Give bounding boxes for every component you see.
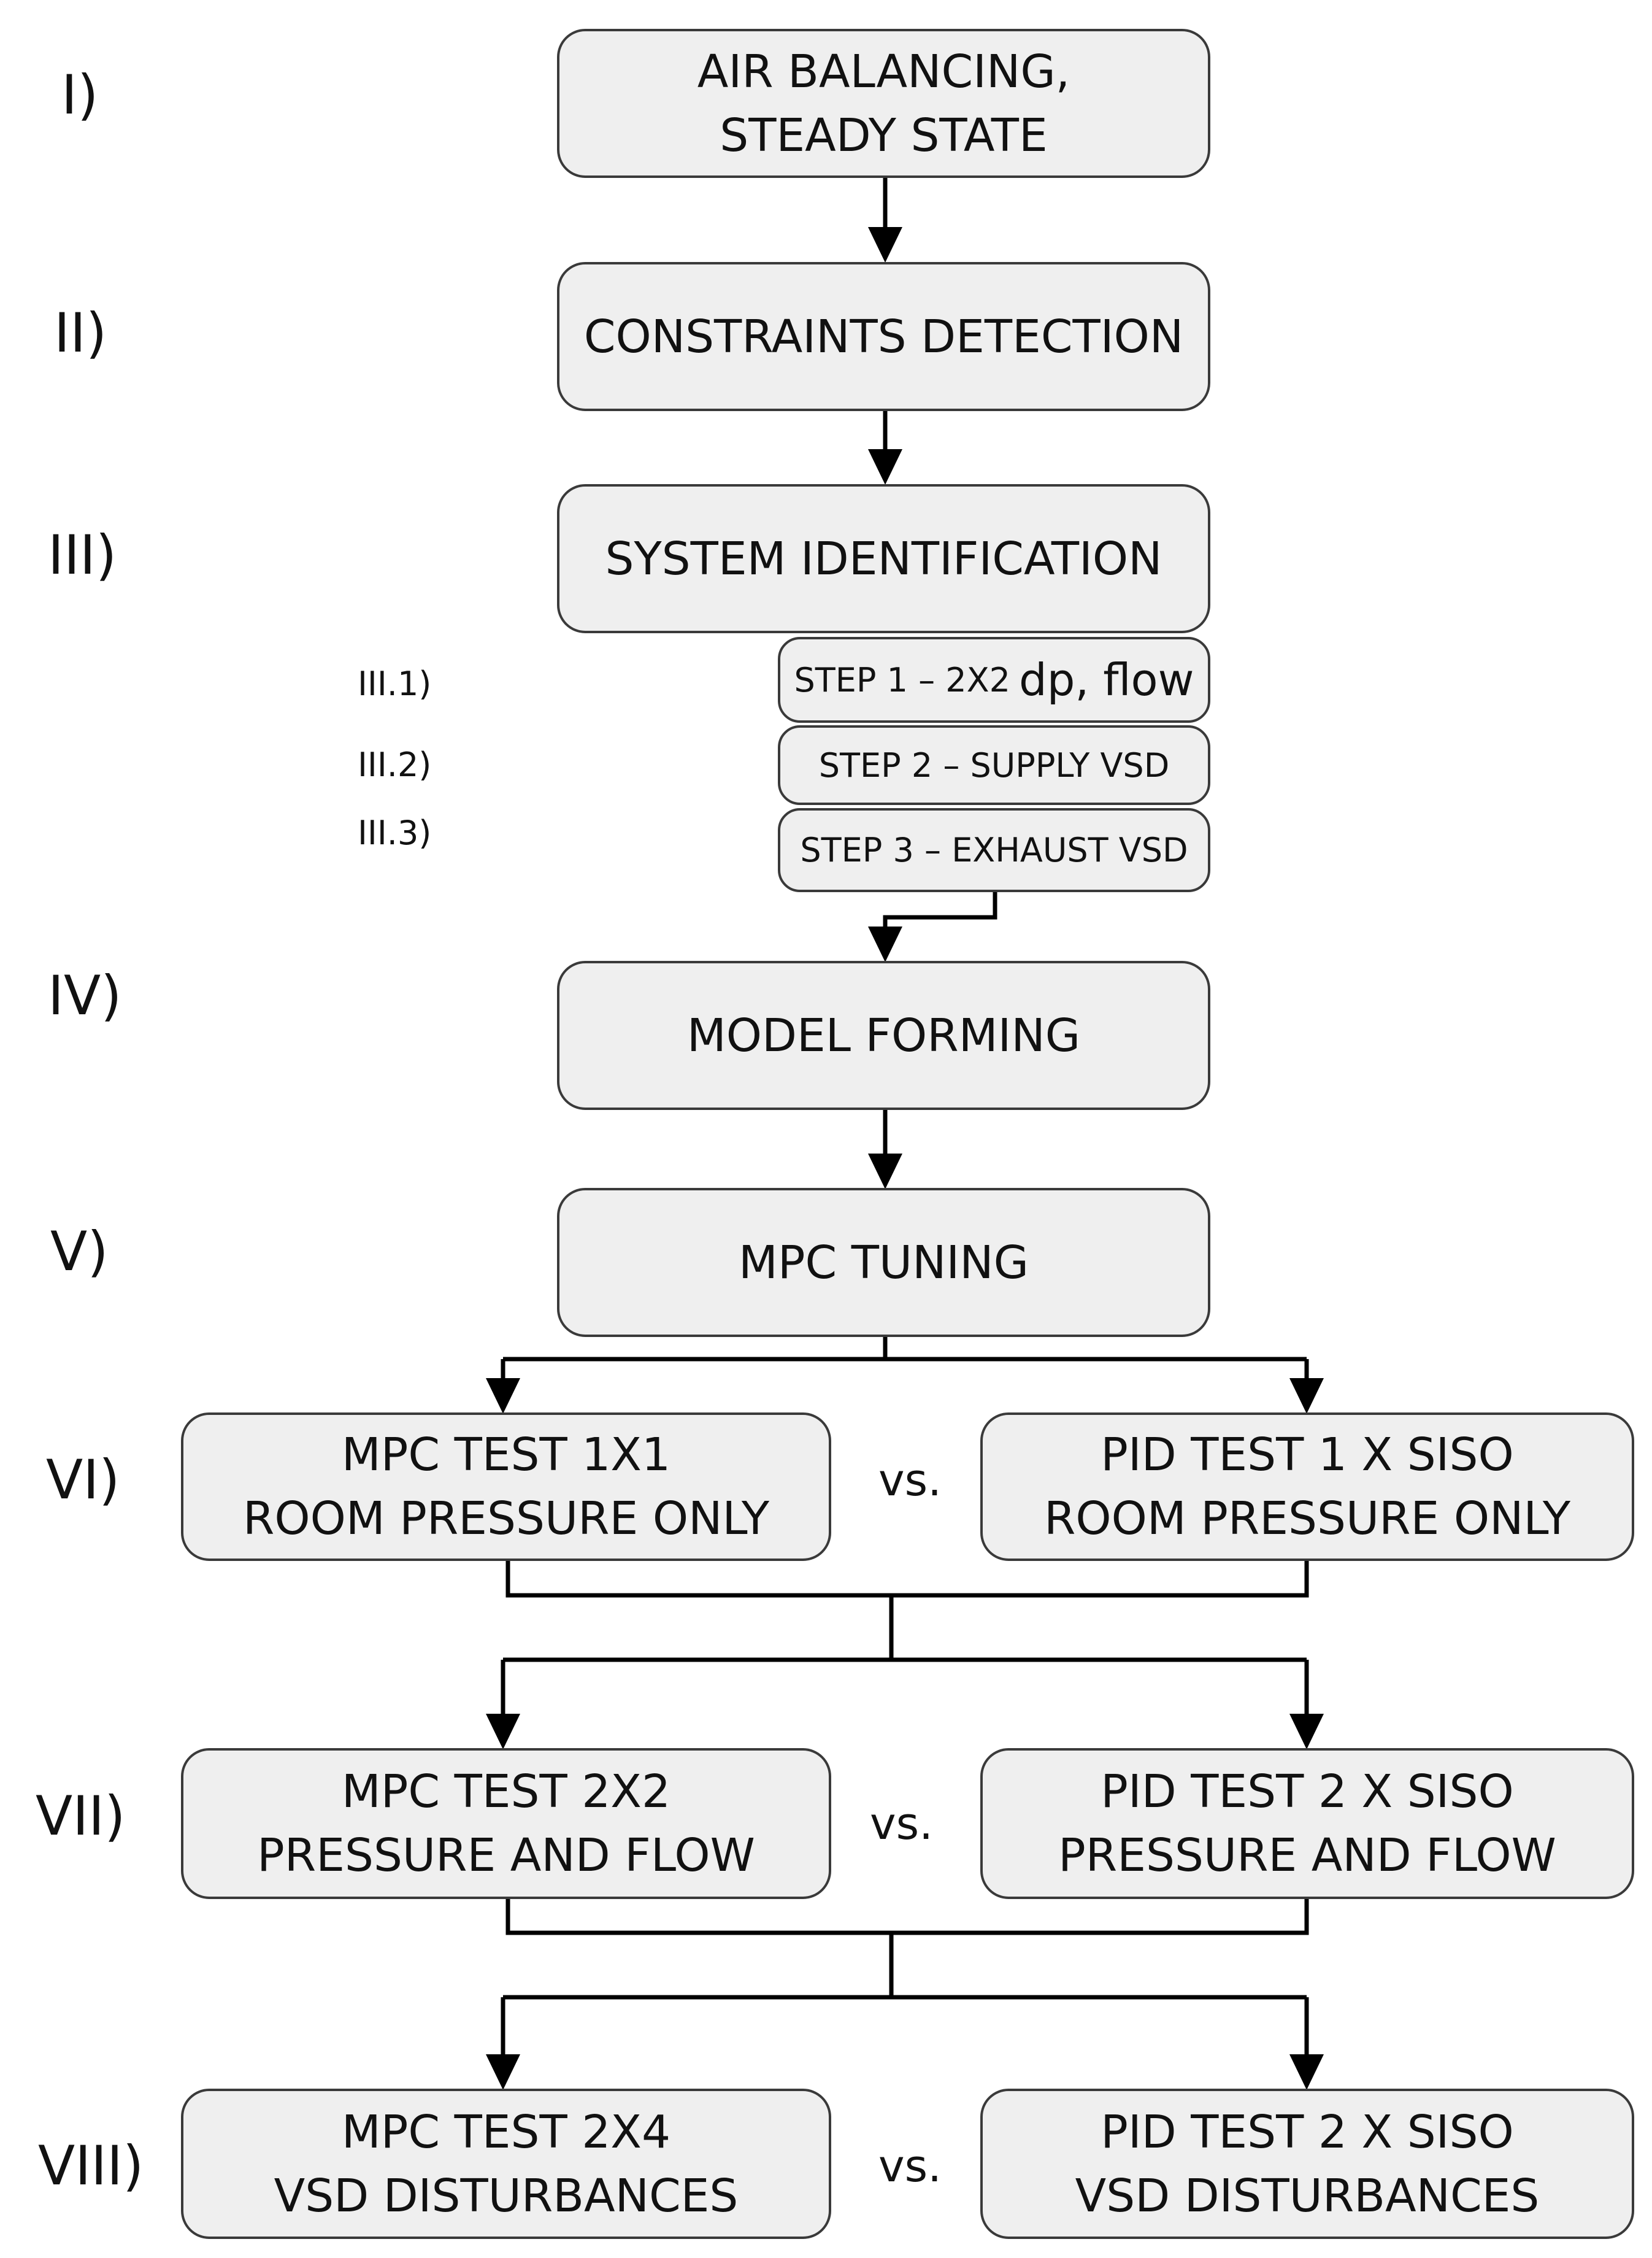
stage-box-model-forming: MODEL FORMING [557, 961, 1210, 1110]
stage-label-6: VI) [46, 1448, 120, 1511]
box-line: VSD DISTURBANCES [274, 2169, 739, 2222]
step-label-1: III.1) [358, 665, 432, 703]
stage-label-1: I) [61, 63, 99, 126]
stage-box-system-identification: SYSTEM IDENTIFICATION [557, 484, 1210, 633]
step-box-3: STEP 3 – EXHAUST VSD [778, 808, 1210, 892]
mpc-test-box-6: MPC TEST 1X1 ROOM PRESSURE ONLY [181, 1412, 831, 1561]
box-line: PID TEST 1 X SISO [1101, 1428, 1514, 1481]
vs-label-7: vs. [870, 1798, 934, 1849]
arrowhead-4 [868, 927, 902, 962]
box-line: VSD DISTURBANCES [1075, 2169, 1540, 2222]
stage-box-mpc-tuning: MPC TUNING [557, 1188, 1210, 1337]
stage-label-2: II) [54, 301, 107, 364]
step-text: STEP 1 – 2X2 [794, 660, 1011, 699]
box-line: ROOM PRESSURE ONLY [1043, 1492, 1571, 1545]
arrowhead-6-left [486, 1378, 520, 1414]
box-line: MPC TUNING [739, 1236, 1029, 1289]
split-5-6 [501, 1335, 1309, 1381]
box-line: CONSTRAINTS DETECTION [583, 310, 1184, 363]
vs-label-6: vs. [878, 1454, 942, 1506]
step-text: STEP 2 – SUPPLY VSD [818, 746, 1170, 785]
arrowhead-7-left [486, 1714, 520, 1749]
merge-6-7 [501, 1559, 1309, 1716]
step-tail: dp, flow [1019, 654, 1194, 706]
arrowhead-7-right [1289, 1714, 1324, 1749]
arrow-step-4 [883, 891, 997, 928]
merge-7-8 [501, 1898, 1309, 2057]
box-line: PID TEST 2 X SISO [1101, 2105, 1514, 2159]
pid-test-box-8: PID TEST 2 X SISO VSD DISTURBANCES [980, 2089, 1634, 2239]
step-box-2: STEP 2 – SUPPLY VSD [778, 725, 1210, 805]
box-line: AIR BALANCING, [697, 45, 1070, 98]
box-line: SYSTEM IDENTIFICATION [605, 532, 1162, 585]
stage-box-constraints-detection: CONSTRAINTS DETECTION [557, 262, 1210, 411]
arrowhead-3 [868, 449, 902, 485]
arrowhead-8-left [486, 2054, 520, 2090]
pid-test-box-7: PID TEST 2 X SISO PRESSURE AND FLOW [980, 1748, 1634, 1899]
mpc-test-box-7: MPC TEST 2X2 PRESSURE AND FLOW [181, 1748, 831, 1899]
mpc-test-box-8: MPC TEST 2X4 VSD DISTURBANCES [181, 2089, 831, 2239]
vs-label-8: vs. [878, 2140, 942, 2192]
step-text: STEP 3 – EXHAUST VSD [800, 831, 1188, 869]
box-line: PRESSURE AND FLOW [257, 1829, 755, 1882]
box-line: PRESSURE AND FLOW [1058, 1829, 1556, 1882]
arrowhead-6-right [1289, 1378, 1324, 1414]
box-line: MODEL FORMING [686, 1009, 1081, 1062]
step-label-3: III.3) [358, 814, 432, 852]
box-line: MPC TEST 2X2 [341, 1765, 671, 1818]
stage-label-4: IV) [48, 964, 122, 1027]
box-line: ROOM PRESSURE ONLY [242, 1492, 770, 1545]
arrowhead-5 [868, 1154, 902, 1189]
stage-label-5: V) [50, 1220, 109, 1283]
box-line: STEADY STATE [720, 109, 1048, 162]
stage-box-air-balancing: AIR BALANCING, STEADY STATE [557, 29, 1210, 178]
arrowhead-8-right [1289, 2054, 1324, 2090]
stage-label-3: III) [48, 523, 117, 587]
pid-test-box-6: PID TEST 1 X SISO ROOM PRESSURE ONLY [980, 1412, 1634, 1561]
box-line: PID TEST 2 X SISO [1101, 1765, 1514, 1818]
arrowhead-2 [868, 227, 902, 263]
stage-label-8: VIII) [38, 2134, 144, 2197]
step-label-2: III.2) [358, 746, 432, 784]
stage-label-7: VII) [36, 1784, 126, 1848]
box-line: MPC TEST 2X4 [341, 2105, 671, 2159]
box-line: MPC TEST 1X1 [341, 1428, 671, 1481]
